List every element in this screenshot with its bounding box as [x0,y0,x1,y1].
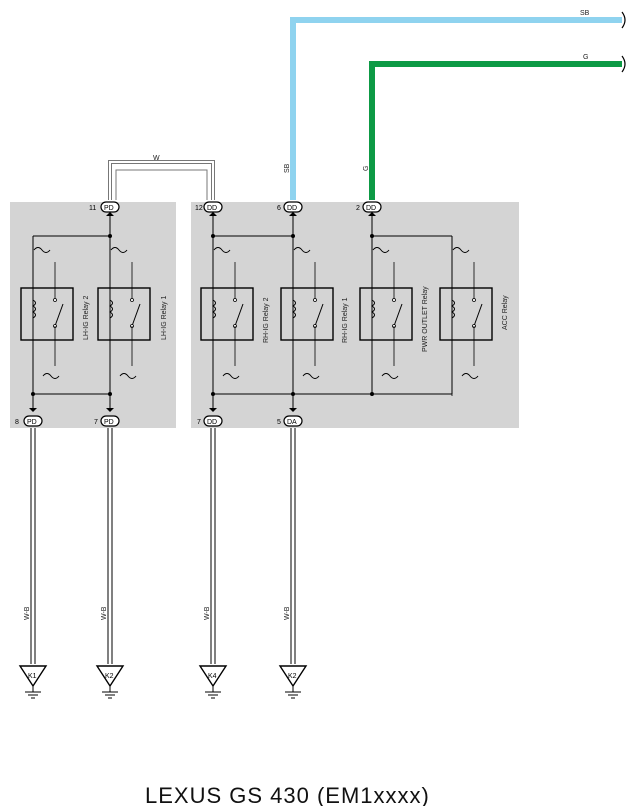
wire-color-label-1: W-B [24,606,31,620]
ground-symbol-k4: K4 [199,665,227,699]
svg-text:2: 2 [356,205,360,212]
svg-text:PD: PD [104,205,114,212]
svg-text:K4: K4 [208,673,217,680]
footer-caption: LEXUS GS 430 (EM1xxxx) [0,783,560,806]
svg-text:K2: K2 [288,673,297,680]
svg-text:8: 8 [15,419,19,426]
left-relay-box [10,202,176,428]
w-link-wire [108,160,215,200]
svg-text:6: 6 [277,205,281,212]
svg-text:DD: DD [207,419,217,426]
svg-text:DD: DD [366,205,376,212]
connector-pd-8: 8 PD [15,408,43,427]
connector-dd-12: 12 DD [195,201,223,216]
svg-text:PD: PD [27,419,37,426]
ground-wire-4 [290,428,296,664]
sb-wire [290,17,622,200]
ground-symbol-k2-b: K2 [279,665,307,699]
svg-text:DD: DD [207,205,217,212]
wire-color-label-4: W-B [284,606,291,620]
svg-text:K2: K2 [105,673,114,680]
svg-text:K1: K1 [28,673,37,680]
ground-symbol-k2-a: K2 [96,665,124,699]
relay-rh-ig-2-label: RH-IG Relay 2 [263,297,270,343]
relay-acc-label: ACC Relay [502,295,509,330]
ground-wire-2 [107,428,113,664]
relay-lh-ig-2-label: LH-IG Relay 2 [83,296,90,340]
svg-text:11: 11 [89,205,96,212]
wire-color-label-3: W-B [204,606,211,620]
ground-symbol-k1: K1 [19,665,47,699]
right-relay-box [191,202,519,428]
w-label: W [153,155,160,162]
relay-lh-ig-1-label: LH-IG Relay 1 [161,296,168,340]
svg-text:7: 7 [94,419,98,426]
svg-text:DA: DA [287,419,297,426]
connector-da-5: 5 DA [277,408,303,427]
relay-pwr-outlet-label: PWR OUTLET Relay [422,286,429,352]
ground-wire-1 [30,428,36,664]
svg-text:5: 5 [277,419,281,426]
svg-text:12: 12 [195,205,203,212]
connector-pd-11: 11 PD [89,201,120,216]
wire-color-label-2: W-B [101,606,108,620]
svg-text:7: 7 [197,419,201,426]
svg-text:DD: DD [287,205,297,212]
sb-top-label: SB [580,10,590,17]
g-top-label: G [583,54,588,61]
connector-dd-6: 6 DD [277,201,303,216]
ground-wire-3 [210,428,216,664]
connector-pd-7: 7 PD [94,408,120,427]
sb-vertical-label: SB [284,163,291,173]
g-wire [369,61,622,200]
relay-rh-ig-1-label: RH-IG Relay 1 [342,297,349,343]
g-vertical-label: G [363,166,370,171]
connector-dd-2: 2 DD [356,201,382,216]
svg-text:PD: PD [104,419,114,426]
footer-caption-text: LEXUS GS 430 (EM1xxxx) [145,783,430,806]
connector-dd-7: 7 DD [197,408,223,427]
